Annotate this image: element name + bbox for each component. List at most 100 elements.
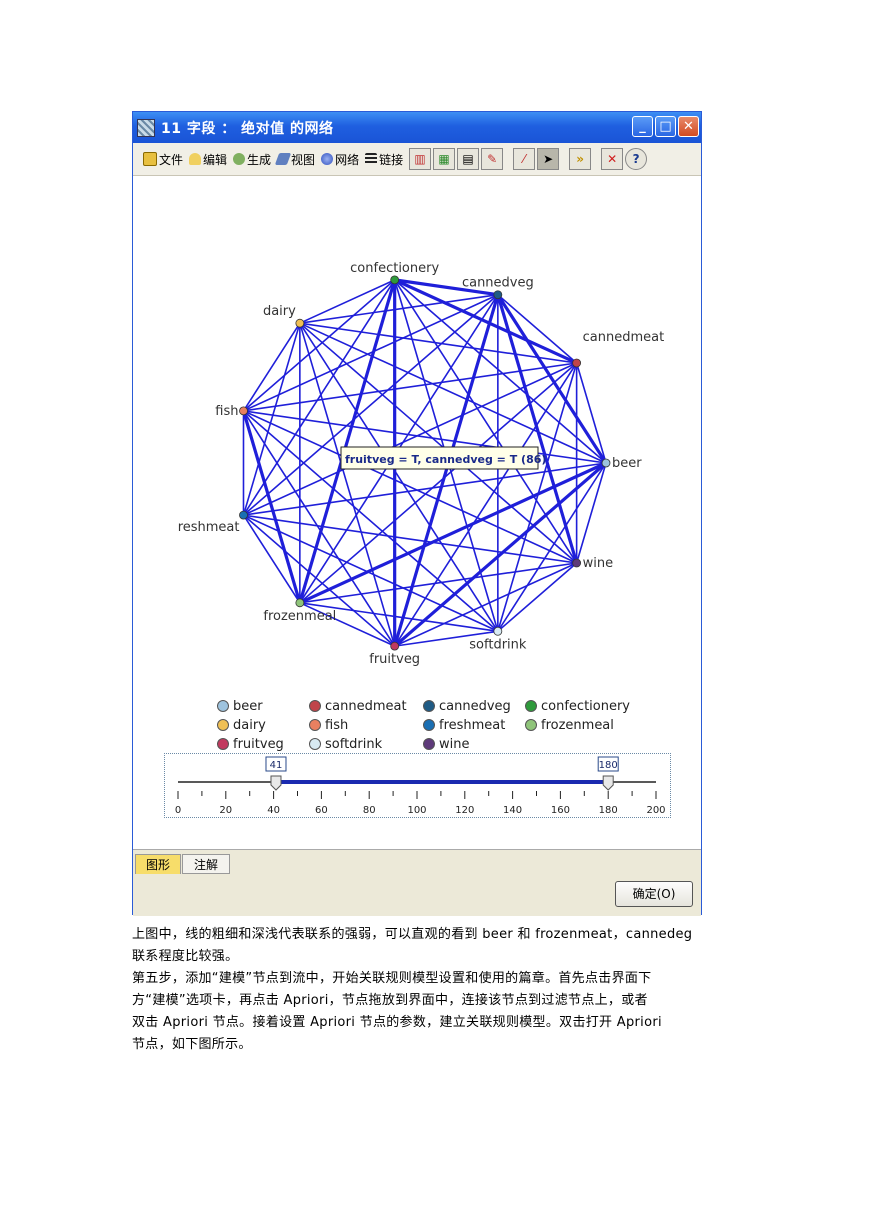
graph-link[interactable] — [299, 293, 498, 324]
legend-label: dairy — [233, 717, 266, 733]
graph-link[interactable] — [496, 294, 579, 564]
graph-link[interactable] — [298, 279, 397, 604]
graph-link[interactable] — [299, 322, 578, 564]
graph-node[interactable] — [390, 275, 400, 285]
graph-node[interactable] — [239, 406, 248, 416]
slider-value-label: 180 — [599, 760, 618, 771]
slider-tick-label: 100 — [407, 805, 426, 816]
graph-link[interactable] — [242, 279, 396, 412]
graph-node[interactable] — [239, 510, 248, 520]
minimize-button[interactable]: _ — [632, 116, 653, 137]
graph-node[interactable] — [572, 358, 582, 368]
title-bar[interactable]: 11 字段 ： 绝对值 的网络 _ □ ✕ — [133, 112, 701, 143]
graph-node[interactable] — [295, 318, 305, 328]
tab-annotations[interactable]: 注解 — [182, 854, 230, 874]
graph-link[interactable] — [394, 279, 607, 464]
graph-node[interactable] — [295, 598, 305, 608]
legend-item: cannedmeat — [309, 697, 423, 715]
links-menu-icon — [365, 153, 378, 165]
menu-edit[interactable]: 编辑 — [189, 151, 227, 168]
graph-node[interactable] — [572, 558, 582, 568]
brush-tool-button[interactable]: ⁄ — [513, 148, 536, 170]
graph-link[interactable] — [243, 410, 577, 564]
graph-link[interactable] — [393, 279, 578, 564]
legend-swatch — [217, 700, 229, 712]
help-tool-button[interactable]: ? — [625, 148, 648, 170]
image-tool-button[interactable]: ▦ — [433, 148, 456, 170]
legend-label: confectionery — [541, 698, 631, 714]
web-graph[interactable]: beercannedmeatcannedvegconfectionerydair… — [133, 176, 701, 696]
chart-tool-button[interactable]: ▥ — [409, 148, 432, 170]
graph-link[interactable] — [299, 602, 396, 647]
graph-link[interactable] — [243, 514, 499, 633]
graph-node[interactable] — [493, 290, 503, 300]
graph-link[interactable] — [575, 362, 607, 464]
menu-generate[interactable]: 生成 — [233, 151, 271, 168]
print-tool-button[interactable]: ▤ — [457, 148, 480, 170]
export-tool-button[interactable]: ✎ — [481, 148, 504, 170]
delete-tool-button[interactable]: ✕ — [601, 148, 624, 170]
graph-node-label: fish — [215, 404, 238, 419]
graph-link[interactable] — [242, 279, 396, 516]
graph-node[interactable] — [390, 641, 400, 651]
menu-view[interactable]: 视图 — [274, 151, 315, 168]
pointer-tool-button[interactable]: ➤ — [537, 148, 560, 170]
graph-link[interactable] — [242, 514, 301, 604]
graph-link[interactable] — [299, 279, 396, 324]
graph-link[interactable] — [393, 461, 608, 648]
graph-link[interactable] — [299, 322, 396, 647]
graph-link[interactable] — [242, 322, 301, 412]
graph-link[interactable] — [243, 362, 577, 516]
maximize-button[interactable]: □ — [655, 116, 676, 137]
graph-link[interactable] — [575, 462, 607, 564]
graph-link[interactable] — [394, 562, 577, 647]
graph-link[interactable] — [242, 410, 396, 647]
ok-button[interactable]: 确定(O) — [615, 881, 693, 907]
file-menu-icon — [143, 152, 157, 166]
graph-link[interactable] — [241, 410, 302, 604]
menu-file[interactable]: 文件 — [143, 151, 183, 168]
graph-link[interactable] — [299, 562, 577, 604]
graph-link[interactable] — [497, 362, 578, 632]
graph-link[interactable] — [497, 462, 607, 632]
graph-link[interactable] — [299, 322, 607, 464]
graph-link[interactable] — [497, 294, 578, 364]
graph-link[interactable] — [243, 293, 499, 412]
graph-link[interactable] — [394, 278, 578, 365]
expand-tool-button[interactable]: » — [569, 148, 592, 170]
graph-node-label: beer — [612, 456, 642, 471]
graph-link[interactable] — [393, 294, 500, 647]
legend-swatch — [309, 719, 321, 731]
graph-link[interactable] — [299, 322, 499, 632]
menu-generate-label: 生成 — [247, 152, 272, 167]
tab-graph[interactable]: 图形 — [135, 854, 181, 874]
legend-label: frozenmeal — [541, 717, 614, 733]
graph-link[interactable] — [242, 294, 499, 516]
graph-link[interactable] — [393, 362, 578, 647]
graph-link[interactable] — [242, 322, 301, 516]
graph-link[interactable] — [242, 514, 396, 647]
graph-link[interactable] — [394, 278, 499, 297]
graph-link[interactable] — [299, 322, 577, 364]
menu-network[interactable]: 网络 — [321, 151, 359, 168]
graph-link[interactable] — [243, 514, 577, 564]
graph-link[interactable] — [243, 462, 607, 516]
slider-tick-label: 180 — [599, 805, 618, 816]
graph-link[interactable] — [242, 410, 499, 632]
slider-low-handle[interactable]: 41 — [265, 756, 287, 791]
close-window-button[interactable]: ✕ — [678, 116, 699, 137]
graph-link[interactable] — [497, 562, 578, 632]
graph-link[interactable] — [299, 362, 578, 604]
graph-link[interactable] — [299, 602, 498, 633]
graph-node[interactable] — [493, 626, 503, 636]
graph-link[interactable] — [496, 293, 608, 464]
slider-high-handle[interactable]: 180 — [597, 756, 619, 791]
menu-file-label: 文件 — [159, 152, 184, 167]
menu-links[interactable]: 链接 — [365, 151, 403, 168]
window-title: 11 字段 ： 绝对值 的网络 — [161, 120, 334, 137]
graph-link[interactable] — [299, 461, 607, 605]
graph-node[interactable] — [601, 458, 611, 468]
graph-link[interactable] — [394, 630, 498, 647]
